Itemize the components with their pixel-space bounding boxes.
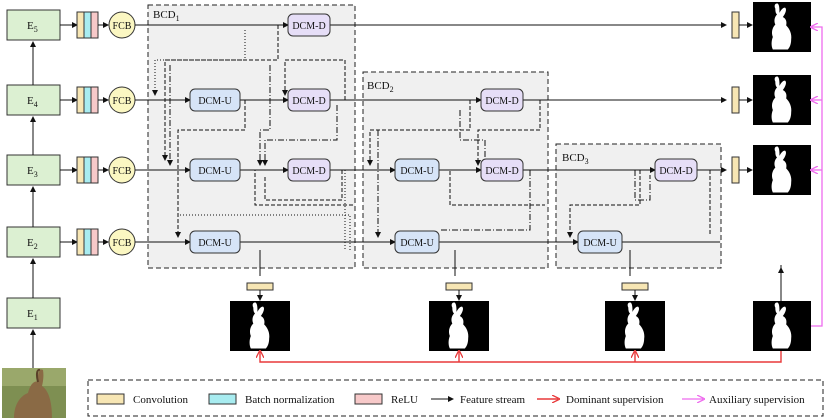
side-output-mask-3 bbox=[753, 145, 811, 195]
legend-auxiliary: Auxiliary supervision bbox=[709, 394, 805, 406]
svg-text:DCM-U: DCM-U bbox=[583, 238, 617, 249]
legend-convolution: Convolution bbox=[133, 394, 189, 406]
prediction-mask-bcd3 bbox=[605, 301, 665, 351]
encoder-e1: E1 bbox=[6, 297, 61, 329]
row-e5-stream bbox=[60, 11, 109, 39]
bcd1-connections bbox=[152, 25, 355, 276]
legend-dominant: Dominant supervision bbox=[566, 394, 664, 406]
side-output-mask-1 bbox=[753, 2, 811, 52]
svg-text:DCM-D: DCM-D bbox=[292, 21, 325, 32]
bcd2-connections bbox=[367, 100, 545, 276]
feature-streams bbox=[135, 22, 727, 245]
legend-batch-norm: Batch normalization bbox=[245, 394, 335, 406]
ground-truth-mask bbox=[753, 301, 811, 351]
svg-text:DCM-U: DCM-U bbox=[198, 96, 232, 107]
prediction-mask-bcd2 bbox=[429, 301, 489, 351]
svg-text:DCM-U: DCM-U bbox=[198, 166, 232, 177]
svg-text:DCM-D: DCM-D bbox=[659, 166, 692, 177]
legend-feature-stream: Feature stream bbox=[460, 394, 525, 406]
encoder-e2: E2 bbox=[6, 226, 61, 258]
encoder-e4: E4 bbox=[6, 84, 61, 116]
input-image bbox=[2, 368, 66, 418]
fcb-e3: FCB bbox=[108, 156, 136, 184]
svg-text:DCM-D: DCM-D bbox=[292, 96, 325, 107]
dcm-u-bcd2-row3: DCM-U bbox=[394, 158, 440, 182]
svg-text:E1: E1 bbox=[27, 308, 38, 322]
legend-relu-swatch bbox=[354, 393, 383, 405]
dcm-d-bcd2-row4: DCM-D bbox=[480, 88, 524, 112]
output-conv-blocks bbox=[731, 11, 753, 184]
fcb-e5: FCB bbox=[108, 11, 136, 39]
encoder-e5: E5 bbox=[6, 9, 61, 41]
svg-text:E3: E3 bbox=[27, 165, 38, 179]
svg-text:DCM-D: DCM-D bbox=[292, 166, 325, 177]
svg-text:DCM-U: DCM-U bbox=[198, 238, 232, 249]
svg-text:FCB: FCB bbox=[113, 166, 132, 177]
dcm-u-bcd1-row2: DCM-U bbox=[189, 230, 241, 254]
svg-text:DCM-D: DCM-D bbox=[485, 96, 518, 107]
svg-text:E5: E5 bbox=[27, 20, 38, 34]
encoder-e3: E3 bbox=[6, 154, 61, 186]
dcm-u-bcd1-row3: DCM-U bbox=[189, 158, 241, 182]
dcm-d-bcd1-row4: DCM-D bbox=[287, 88, 331, 112]
svg-text:FCB: FCB bbox=[113, 96, 132, 107]
row-e3-stream bbox=[60, 156, 109, 184]
bcd3-label: BCD3 bbox=[562, 152, 589, 166]
dcm-d-bcd1-row3: DCM-D bbox=[287, 158, 331, 182]
bcd2-label: BCD2 bbox=[367, 80, 394, 94]
bcd1-label: BCD1 bbox=[153, 9, 180, 23]
dcm-d-bcd1-row5: DCM-D bbox=[287, 13, 331, 37]
svg-text:DCM-D: DCM-D bbox=[485, 166, 518, 177]
dominant-supervision-lines bbox=[260, 351, 782, 363]
dcm-u-bcd3-row2: DCM-U bbox=[577, 230, 623, 254]
dcm-u-bcd2-row2: DCM-U bbox=[394, 230, 440, 254]
dcm-u-bcd1-row4: DCM-U bbox=[189, 88, 241, 112]
auxiliary-supervision-lines bbox=[811, 27, 823, 327]
svg-text:E4: E4 bbox=[27, 95, 38, 109]
svg-text:E2: E2 bbox=[27, 237, 38, 251]
bottom-conv-blocks bbox=[246, 282, 649, 301]
prediction-mask-bcd1 bbox=[230, 301, 290, 351]
dcm-d-bcd2-row3: DCM-D bbox=[480, 158, 524, 182]
svg-text:FCB: FCB bbox=[113, 238, 132, 249]
row-e2-stream bbox=[60, 228, 109, 256]
legend-batch-norm-swatch bbox=[208, 393, 237, 405]
fcb-e4: FCB bbox=[108, 86, 136, 114]
bcd3-connections bbox=[567, 170, 711, 276]
row-e4-stream bbox=[60, 86, 109, 114]
side-output-mask-2 bbox=[753, 75, 811, 125]
legend-relu: ReLU bbox=[391, 394, 418, 406]
legend: Convolution Batch normalization ReLU Fea… bbox=[87, 379, 824, 417]
fcb-e2: FCB bbox=[108, 228, 136, 256]
svg-text:DCM-U: DCM-U bbox=[400, 238, 434, 249]
legend-convolution-swatch bbox=[96, 393, 125, 405]
svg-text:DCM-U: DCM-U bbox=[400, 166, 434, 177]
svg-text:FCB: FCB bbox=[113, 21, 132, 32]
dcm-d-bcd3-row3: DCM-D bbox=[654, 158, 698, 182]
bcd1-block bbox=[147, 4, 356, 269]
